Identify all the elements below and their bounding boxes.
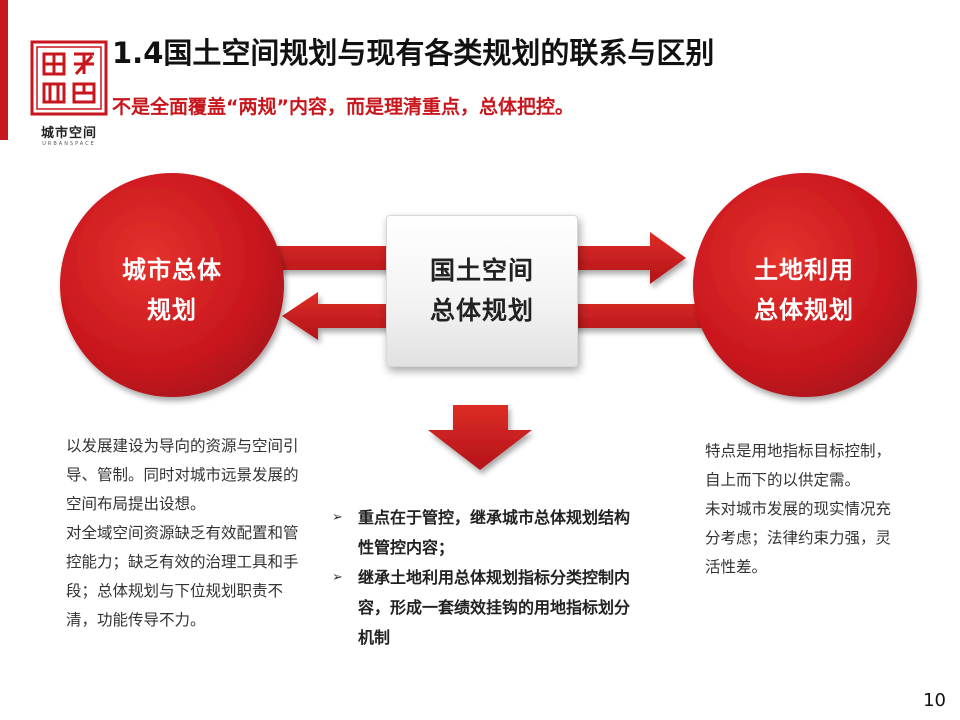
slide-subtitle: 不是全面覆盖“两规”内容，而是理清重点，总体把控。 [112, 96, 574, 118]
bullet-item: ➢ 继承土地利用总体规划指标分类控制内容，形成一套绩效挂钩的用地指标划分机制 [330, 563, 630, 653]
page-number: 10 [923, 690, 946, 711]
seal-logo-icon [30, 40, 108, 116]
right-circle-line-2: 总体规划 [754, 296, 854, 324]
center-box-line-2: 总体规划 [429, 296, 534, 325]
arrowhead-bullet-icon: ➢ [332, 510, 343, 525]
right-description: 特点是用地指标目标控制，自上而下的以供定需。 未对城市发展的现实情况充分考虑；法… [705, 437, 905, 582]
accent-bar [0, 0, 8, 140]
left-circle-line-2: 规划 [147, 296, 197, 324]
right-circle-line-1: 土地利用 [754, 256, 854, 284]
left-circle-shape [60, 173, 284, 397]
right-description-p2: 未对城市发展的现实情况充分考虑；法律约束力强，灵活性差。 [705, 500, 892, 576]
logo-name-cn: 城市空间 [40, 126, 97, 141]
center-box-line-1: 国土空间 [429, 256, 534, 285]
right-circle-shape [693, 173, 917, 397]
bullet-text: 重点在于管控，继承城市总体规划结构性管控内容； [358, 508, 631, 557]
right-description-p1: 特点是用地指标目标控制，自上而下的以供定需。 [705, 442, 892, 489]
logo-name-en: URBANSPACE [42, 141, 96, 147]
down-arrow-shape [428, 405, 532, 470]
left-description-p2: 对全域空间资源缺乏有效配置和管控能力；缺乏有效的治理工具和手段；总体规划与下位规… [66, 524, 299, 629]
arrowhead-bullet-icon: ➢ [332, 570, 343, 585]
bullet-text: 继承土地利用总体规划指标分类控制内容，形成一套绩效挂钩的用地指标划分机制 [358, 568, 631, 647]
center-bullet-list: ➢ 重点在于管控，继承城市总体规划结构性管控内容； ➢ 继承土地利用总体规划指标… [330, 503, 630, 653]
left-circle-line-1: 城市总体 [122, 256, 222, 284]
left-description: 以发展建设为导向的资源与空间引导、管制。同时对城市远景发展的空间布局提出设想。 … [66, 432, 304, 635]
left-description-p1: 以发展建设为导向的资源与空间引导、管制。同时对城市远景发展的空间布局提出设想。 [66, 437, 299, 513]
center-box: 国土空间 总体规划 [386, 215, 578, 367]
left-circle-label: 城市总体 规划 [72, 250, 272, 330]
logo: 城市空间 URBANSPACE [30, 40, 108, 147]
right-circle-label: 土地利用 总体规划 [704, 250, 904, 330]
bullet-item: ➢ 重点在于管控，继承城市总体规划结构性管控内容； [330, 503, 630, 563]
slide-title: 1.4国土空间规划与现有各类规划的联系与区别 [112, 36, 715, 70]
